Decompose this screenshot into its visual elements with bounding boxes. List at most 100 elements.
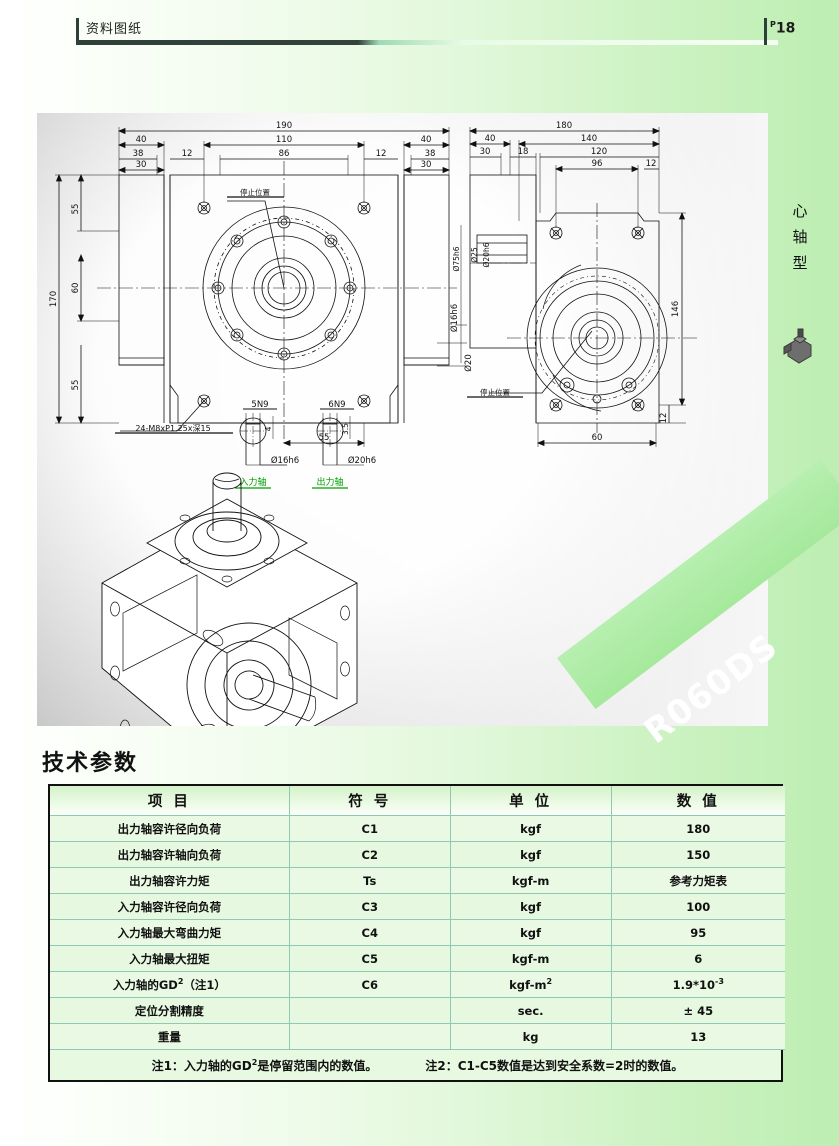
svg-text:38: 38	[425, 149, 436, 159]
spec-value: 150	[610, 841, 785, 868]
spec-symbol: C6	[288, 971, 451, 998]
spec-item: 入力轴最大扭矩	[50, 945, 290, 972]
svg-text:Ø20h6: Ø20h6	[482, 242, 491, 267]
spec-unit: kgf	[449, 815, 612, 842]
spec-item: 出力轴容许轴向负荷	[50, 841, 290, 868]
spec-symbol: C1	[288, 815, 451, 842]
svg-text:Ø20h6: Ø20h6	[348, 455, 376, 466]
svg-text:170: 170	[49, 291, 59, 307]
spec-unit: kgf	[449, 893, 612, 920]
spec-symbol: C2	[288, 841, 451, 868]
product-type-label: 心 轴 型	[780, 198, 820, 276]
svg-text:40: 40	[421, 135, 432, 145]
spec-table-header-row: 项 目 符 号 单 位 数 值	[50, 786, 785, 816]
spec-item: 入力轴最大弯曲力矩	[50, 919, 290, 946]
svg-text:5N9: 5N9	[251, 400, 268, 410]
page-header: 资料图纸 P18	[0, 0, 839, 62]
spec-unit: kg	[449, 1023, 612, 1050]
svg-text:12: 12	[182, 149, 193, 159]
svg-text:Ø16h6: Ø16h6	[449, 304, 460, 332]
spec-unit: sec.	[449, 997, 612, 1024]
spec-value: 参考力矩表	[610, 867, 785, 894]
svg-text:18: 18	[518, 147, 529, 157]
svg-text:60: 60	[71, 283, 81, 294]
svg-text:Ø20: Ø20	[463, 354, 474, 372]
svg-text:30: 30	[136, 160, 147, 170]
svg-text:30: 30	[421, 160, 432, 170]
svg-text:入力轴: 入力轴	[239, 476, 266, 488]
header-left-tick	[76, 18, 79, 45]
svg-text:55: 55	[319, 433, 330, 443]
spec-symbol	[288, 1023, 451, 1050]
gearbox-thumb-icon	[783, 328, 812, 364]
note-1: 注1：入力轴的GD2是停留范围内的数值。	[151, 1057, 378, 1073]
spec-unit: kgf	[449, 841, 612, 868]
svg-text:146: 146	[671, 301, 681, 317]
spec-value: 100	[610, 893, 785, 920]
svg-text:96: 96	[592, 159, 603, 169]
spec-item: 定位分割精度	[50, 997, 290, 1024]
svg-text:55: 55	[71, 380, 81, 391]
page-number: P18	[770, 20, 795, 37]
front-view: 190 40 110 40 38 12 86 12 38	[49, 121, 474, 447]
svg-text:120: 120	[591, 147, 607, 157]
spec-unit: kgf-m2	[449, 971, 612, 998]
type-char-3: 型	[792, 254, 808, 272]
spec-symbol	[288, 997, 451, 1024]
technical-drawing: 190 40 110 40 38 12 86 12 38	[49, 121, 697, 726]
spec-value: 1.9*10-3	[610, 971, 785, 998]
spec-symbol: C3	[288, 893, 451, 920]
spec-notes: 注1：入力轴的GD2是停留范围内的数值。 注2：C1-C5数值是达到安全系数=2时…	[50, 1049, 785, 1080]
spec-value: 180	[610, 815, 785, 842]
isometric-view	[101, 472, 358, 726]
drawing-panel: 190 40 110 40 38 12 86 12 38	[37, 113, 839, 752]
svg-text:55: 55	[71, 204, 81, 215]
col-header-symbol: 符 号	[288, 786, 451, 816]
svg-text:110: 110	[276, 135, 292, 145]
spec-value: 13	[610, 1023, 785, 1050]
page-title: 资料图纸	[86, 22, 143, 37]
spec-unit: kgf	[449, 919, 612, 946]
svg-text:40: 40	[485, 134, 496, 144]
svg-text:180: 180	[556, 121, 572, 131]
spec-symbol: Ts	[288, 867, 451, 894]
svg-text:40: 40	[136, 135, 147, 145]
svg-text:190: 190	[276, 121, 292, 131]
spec-value: 6	[610, 945, 785, 972]
keyway-detail-views: 5N9 4 Ø16h6 入力轴	[235, 400, 376, 489]
svg-text:12: 12	[646, 159, 657, 169]
side-view: 180 40 140 30 18 120 96 12	[452, 121, 697, 447]
svg-text:Ø25: Ø25	[470, 247, 479, 263]
svg-text:140: 140	[581, 134, 597, 144]
spec-symbol: C4	[288, 919, 451, 946]
spec-item: 出力轴容许径向负荷	[50, 815, 290, 842]
type-char-2: 轴	[792, 228, 808, 246]
svg-text:38: 38	[133, 149, 144, 159]
svg-text:停止位置: 停止位置	[480, 387, 510, 397]
spec-unit: kgf-m	[449, 867, 612, 894]
svg-text:86: 86	[279, 149, 290, 159]
spec-symbol: C5	[288, 945, 451, 972]
spec-table-notes-row: 注1：入力轴的GD2是停留范围内的数值。 注2：C1-C5数值是达到安全系数=2时…	[50, 1049, 785, 1080]
type-char-1: 心	[792, 202, 808, 220]
header-rule	[78, 40, 778, 45]
note-2: 注2：C1-C5数值是达到安全系数=2时的数值。	[425, 1058, 684, 1073]
svg-text:60: 60	[592, 433, 603, 443]
spec-value: ± 45	[610, 997, 785, 1024]
spec-item: 重量	[50, 1023, 290, 1050]
col-header-value: 数 值	[610, 786, 785, 816]
svg-text:3.5: 3.5	[341, 423, 350, 435]
svg-text:停止位置: 停止位置	[240, 187, 270, 197]
svg-text:Ø16h6: Ø16h6	[271, 455, 299, 466]
